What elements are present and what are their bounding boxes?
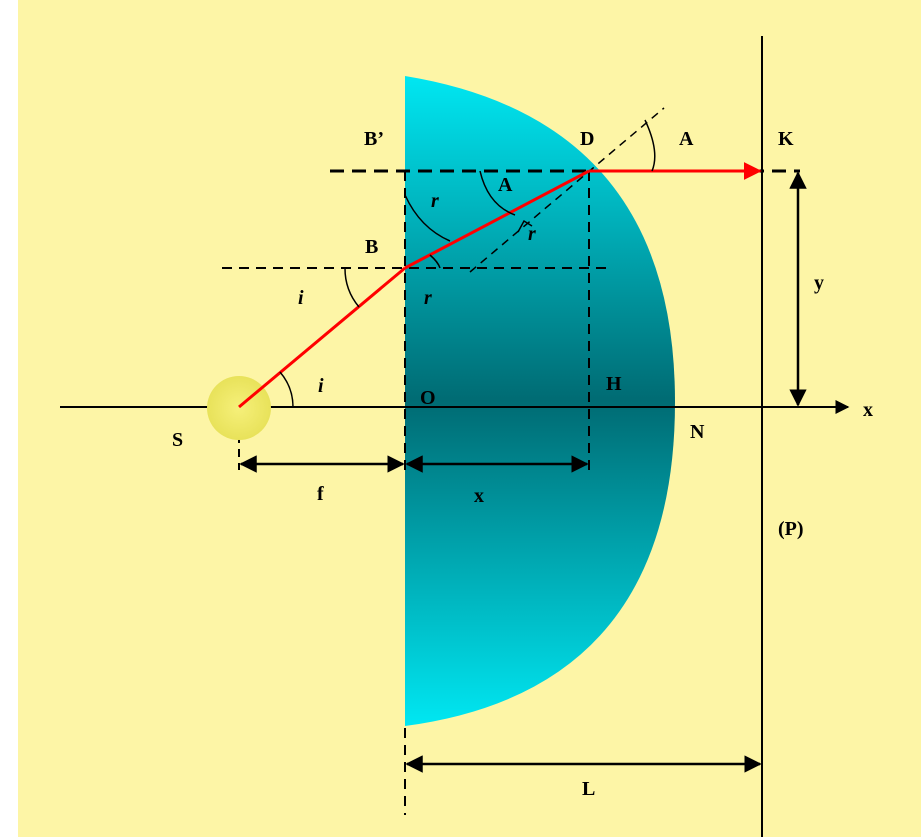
label-b-prime: B’ [364,128,384,150]
ray-b-to-d [404,169,590,270]
label-x-dimension: x [474,485,484,507]
angle-arc-r-upper [404,194,451,242]
label-b: B [365,236,378,258]
ray-s-to-b [238,266,406,409]
angle-arc-r-at-b [429,254,441,269]
label-a-top: A [679,128,694,150]
label-k: K [778,128,794,150]
label-i-at-s: i [318,375,324,397]
label-f: f [317,483,324,505]
label-r-upper: r [431,190,439,212]
hemispherical-lens [405,76,675,726]
label-d: D [580,128,594,150]
light-source-glow [207,376,271,440]
label-n: N [690,421,705,443]
label-r-inner: r [528,223,536,245]
label-l: L [582,778,595,800]
angle-arc-r-inner [517,219,533,233]
label-screen-p: (P) [778,518,804,540]
label-h: H [606,373,622,395]
label-s: S [172,429,183,451]
label-i-at-b: i [298,287,304,309]
label-a-inner: A [498,174,513,196]
angle-arc-i-at-s [279,371,294,408]
angle-arc-a-inner [479,170,516,216]
angle-arc-i-at-b [344,267,360,308]
label-x-axis: x [863,399,873,421]
label-y: y [814,272,824,294]
angle-arc-a-at-d [644,119,656,172]
label-r-at-b: r [424,287,432,309]
normal-at-d [469,107,665,273]
label-o: O [420,387,436,409]
